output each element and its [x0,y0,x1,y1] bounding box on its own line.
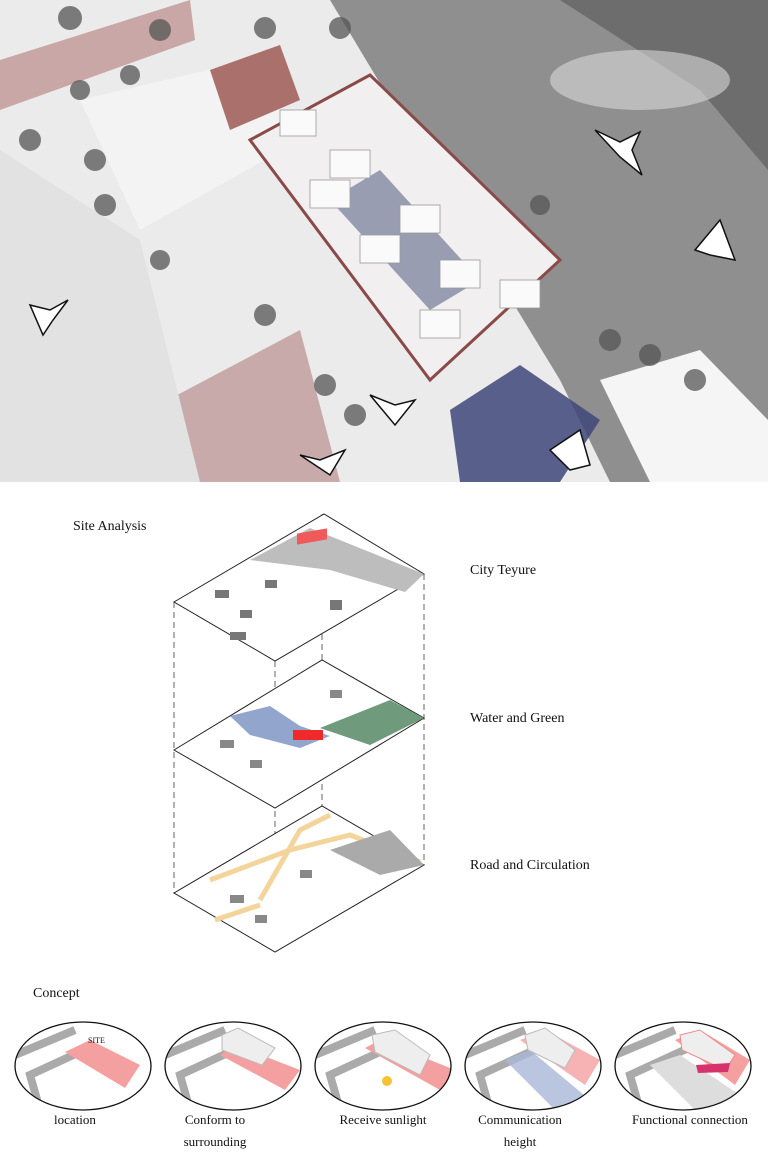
concept-label-location: location [54,1112,96,1127]
aerial-render [0,0,768,482]
layer-city-texture [173,513,425,662]
concept-frame [614,1021,752,1111]
cloud [550,50,730,110]
layer-label-road: Road and Circulation [470,858,590,873]
concept-label-sunlight: Receive sunlight [339,1112,427,1127]
site-tag: SITE [88,1036,105,1045]
site-marker [293,730,323,740]
tower-block [210,45,300,130]
concept-frame [164,1021,302,1111]
site-marker [297,528,327,545]
concept-title: Concept [33,986,80,1001]
layer-road-circulation [173,805,425,953]
concept-label-functional: Functional connection [632,1112,748,1127]
concept-conform [165,1022,301,1110]
concept-communication [465,1022,601,1110]
concept-sunlight [315,1022,451,1110]
concept-functional [615,1022,751,1110]
adjacent-building [600,350,768,482]
sun-icon [382,1076,392,1086]
layer-label-city-texture: City Teyure [470,563,537,578]
concept-label-communication: Communication height [478,1112,562,1149]
concept-frame [314,1021,452,1111]
concept-frame [464,1021,602,1111]
building-block [0,0,195,110]
layer-water-green [173,659,425,809]
concept-location [15,1022,151,1110]
river-far-bank [560,0,768,170]
trees [19,6,706,426]
birds [28,129,737,477]
concept-frame [14,1021,152,1111]
concept-label-conform: Conform to surrounding [183,1112,247,1149]
layer-label-water-green: Water and Green [470,711,565,726]
site-analysis-title: Site Analysis [73,519,147,534]
ground [0,150,200,482]
